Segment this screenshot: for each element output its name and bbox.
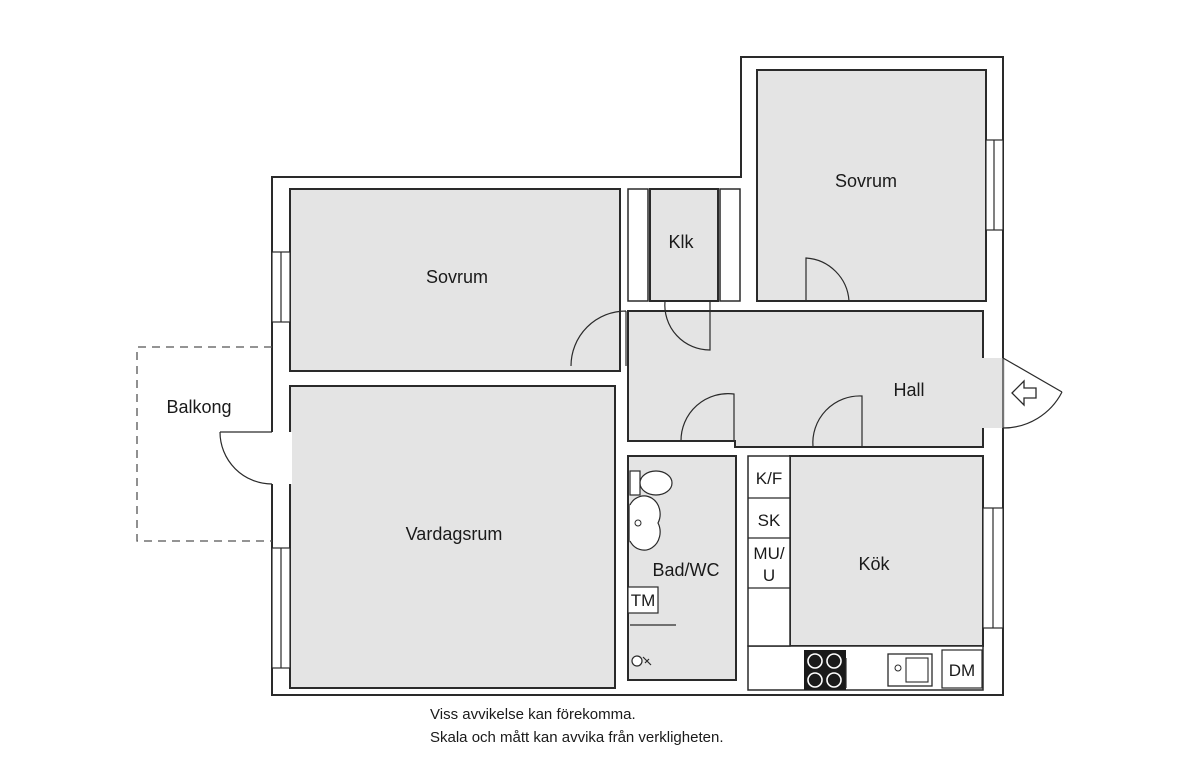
door-sovrum-left bbox=[570, 310, 627, 367]
door-kok bbox=[812, 395, 863, 448]
label-klk: Klk bbox=[668, 232, 694, 252]
door-sovrum-right bbox=[805, 257, 850, 302]
label-dm: DM bbox=[949, 661, 975, 680]
window-right-bottom bbox=[982, 507, 1004, 629]
room-sovrum-left bbox=[289, 188, 621, 372]
closet-left bbox=[627, 188, 649, 302]
label-mu-line1: MU/ bbox=[753, 544, 784, 563]
door-klk bbox=[664, 300, 711, 351]
label-mu-line2: U bbox=[763, 566, 775, 585]
label-tm: TM bbox=[631, 591, 656, 610]
label-hall: Hall bbox=[893, 380, 924, 400]
balcony-door bbox=[219, 431, 292, 485]
floor-drain-icon bbox=[631, 655, 652, 667]
room-vardagsrum bbox=[289, 385, 616, 689]
outer-wall bbox=[271, 56, 1004, 696]
disclaimer-line-1: Viss avvikelse kan förekomma. bbox=[430, 706, 636, 723]
toilet-icon bbox=[629, 470, 673, 496]
label-sovrum-left: Sovrum bbox=[426, 267, 488, 287]
sink-icon bbox=[629, 495, 661, 551]
dm-box bbox=[941, 649, 983, 689]
window-left-bottom bbox=[271, 547, 291, 669]
room-hall bbox=[627, 310, 984, 448]
balcony-outline bbox=[136, 346, 272, 542]
room-bad-wc bbox=[627, 455, 737, 681]
door-bad bbox=[680, 393, 735, 442]
label-vardagsrum: Vardagsrum bbox=[406, 524, 503, 544]
label-kok: Kök bbox=[858, 554, 890, 574]
wardrobe-stack bbox=[747, 455, 791, 647]
label-balkong: Balkong bbox=[166, 397, 231, 417]
entrance-door bbox=[981, 357, 1063, 429]
entrance-arrow-icon bbox=[1011, 379, 1037, 407]
label-kf: K/F bbox=[756, 469, 782, 488]
room-klk bbox=[649, 188, 719, 302]
tm-box bbox=[627, 586, 659, 614]
window-right-top bbox=[985, 139, 1004, 231]
label-sk: SK bbox=[758, 511, 781, 530]
label-sovrum-right: Sovrum bbox=[835, 171, 897, 191]
disclaimer-line-2: Skala och mått kan avvika från verklighe… bbox=[430, 729, 724, 746]
room-kok bbox=[789, 455, 984, 647]
stove-icon bbox=[804, 650, 846, 690]
label-bad-wc: Bad/WC bbox=[652, 560, 719, 580]
closet-right bbox=[719, 188, 741, 302]
window-left-top bbox=[271, 251, 291, 323]
kitchen-sink-icon bbox=[887, 653, 933, 687]
room-sovrum-right bbox=[756, 69, 987, 302]
